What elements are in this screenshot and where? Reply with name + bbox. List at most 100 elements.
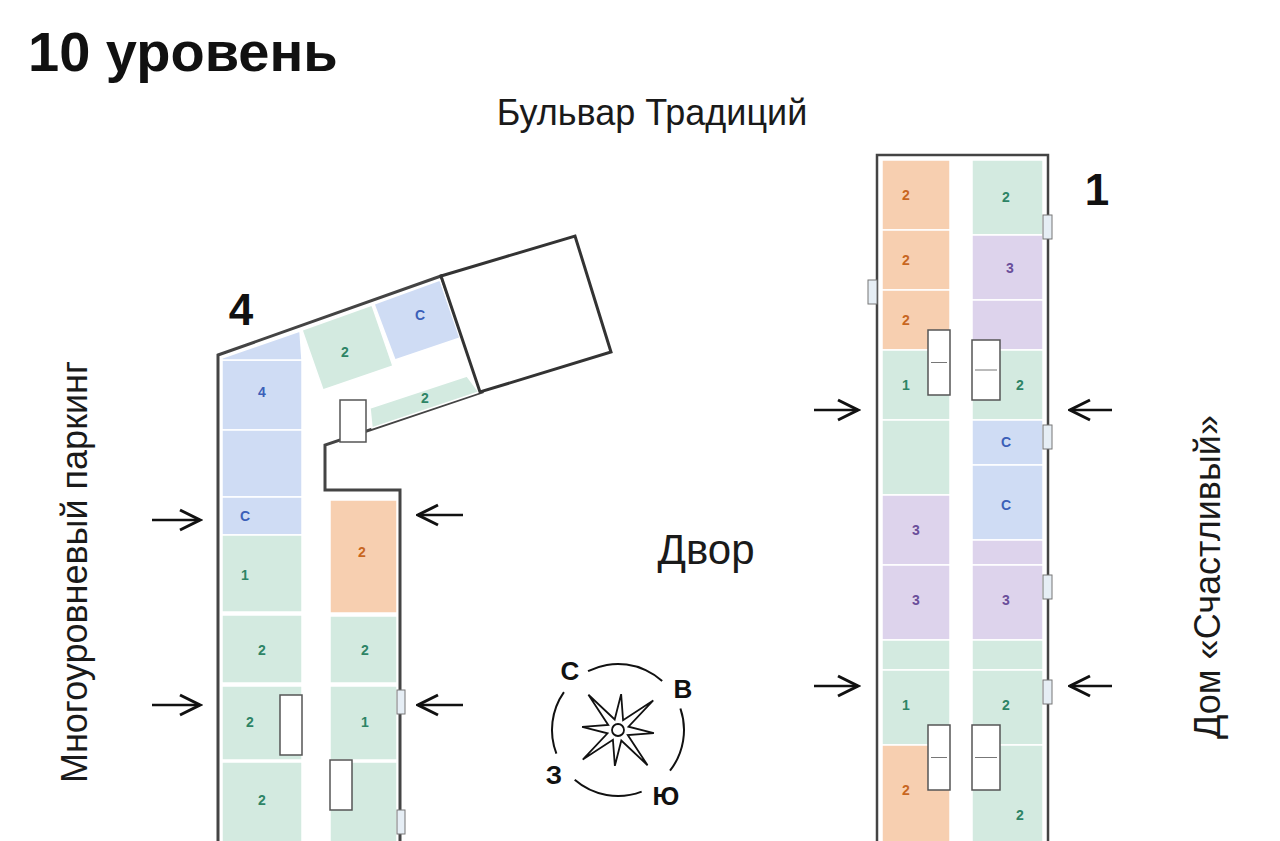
stair-core — [928, 330, 950, 395]
balcony — [1043, 215, 1052, 239]
stair-line — [975, 757, 997, 758]
apartment — [882, 565, 950, 640]
room-count: 2 — [258, 793, 266, 807]
neighbour-name: Дом «Счастливый» — [1190, 415, 1226, 739]
apartment — [972, 640, 1043, 670]
apartment — [222, 686, 302, 760]
room-count: 2 — [902, 783, 910, 797]
stair-line — [975, 370, 997, 371]
entrance-arrow — [152, 519, 200, 522]
stair-line — [931, 362, 947, 363]
compass-letter: З — [546, 762, 562, 788]
stair-core — [340, 400, 366, 442]
building-outline — [877, 155, 1048, 841]
entrance-arrow — [814, 685, 858, 688]
room-count: 2 — [358, 545, 366, 559]
stair-core — [928, 725, 950, 790]
compass-ring — [588, 663, 663, 682]
room-count: 2 — [1016, 808, 1024, 822]
adjoining-block — [441, 236, 611, 392]
compass-ring — [551, 692, 565, 754]
stair-core — [972, 340, 1000, 400]
apartment — [222, 430, 302, 497]
apartment — [330, 616, 397, 683]
apartment — [882, 495, 950, 565]
entrance-arrow — [814, 409, 858, 412]
room-count: 2 — [246, 715, 254, 729]
balcony — [397, 810, 405, 834]
apartment — [882, 420, 950, 495]
building-outline — [218, 276, 482, 841]
balcony — [1043, 680, 1052, 704]
room-count: 2 — [1002, 190, 1010, 204]
room-count: С — [415, 308, 425, 322]
apartment — [972, 420, 1043, 465]
compass-letter: В — [674, 676, 693, 702]
room-count: 4 — [258, 385, 266, 399]
balcony — [1043, 425, 1052, 449]
apartment — [972, 235, 1043, 300]
street-name: Бульвар Традиций — [497, 95, 808, 131]
building-number: 4 — [229, 288, 253, 332]
entrance-arrow — [152, 704, 200, 707]
room-count: 2 — [361, 643, 369, 657]
room-count: 2 — [1016, 378, 1024, 392]
apartment — [882, 160, 950, 230]
room-count: С — [1001, 498, 1011, 512]
entrance-arrow — [1070, 409, 1112, 412]
neighbour-name: Многоуровневый паркинг — [57, 361, 93, 783]
apartment — [972, 565, 1043, 640]
compass-letter: С — [561, 658, 580, 684]
apartment — [222, 360, 302, 430]
balcony — [1043, 575, 1052, 599]
room-count: 3 — [1002, 593, 1010, 607]
apartment — [330, 686, 397, 760]
compass-center — [612, 724, 624, 736]
room-count: 1 — [241, 568, 249, 582]
stair-core — [330, 760, 352, 810]
room-count: 2 — [902, 313, 910, 327]
balcony — [868, 280, 877, 304]
entrance-arrow — [418, 514, 463, 517]
apartment — [882, 640, 950, 670]
compass-ring — [669, 708, 685, 771]
apartment — [222, 615, 302, 683]
room-count: 3 — [912, 523, 920, 537]
apartment — [882, 230, 950, 290]
corridor — [950, 160, 972, 841]
apartment — [972, 160, 1043, 235]
apartment — [222, 497, 302, 535]
stair-core — [280, 695, 302, 755]
apartment — [972, 465, 1043, 540]
stair-core — [972, 725, 1000, 790]
page-title: 10 уровень — [28, 24, 338, 80]
room-count: 2 — [421, 391, 429, 405]
entrance-arrow — [418, 704, 463, 707]
room-count: С — [1001, 435, 1011, 449]
apartment — [972, 540, 1043, 565]
stair-line — [931, 757, 947, 758]
room-count: 3 — [1006, 261, 1014, 275]
room-count: 2 — [258, 643, 266, 657]
building-number: 1 — [1085, 168, 1109, 212]
apartment — [222, 762, 302, 841]
room-count: 2 — [902, 253, 910, 267]
apartment — [370, 376, 479, 428]
room-count: 2 — [1002, 698, 1010, 712]
room-count: 1 — [902, 378, 910, 392]
room-count: 2 — [341, 345, 349, 359]
room-count: 3 — [912, 593, 920, 607]
room-count: С — [240, 509, 250, 523]
compass-star — [582, 694, 654, 766]
apartment — [222, 535, 302, 612]
apartment — [222, 331, 302, 360]
room-count: 1 — [361, 715, 369, 729]
compass-letter: Ю — [653, 783, 680, 809]
apartment — [330, 500, 397, 613]
yard-label: Двор — [657, 529, 754, 571]
balcony — [397, 690, 405, 714]
room-count: 1 — [902, 698, 910, 712]
entrance-arrow — [1070, 685, 1112, 688]
room-count: 2 — [902, 188, 910, 202]
